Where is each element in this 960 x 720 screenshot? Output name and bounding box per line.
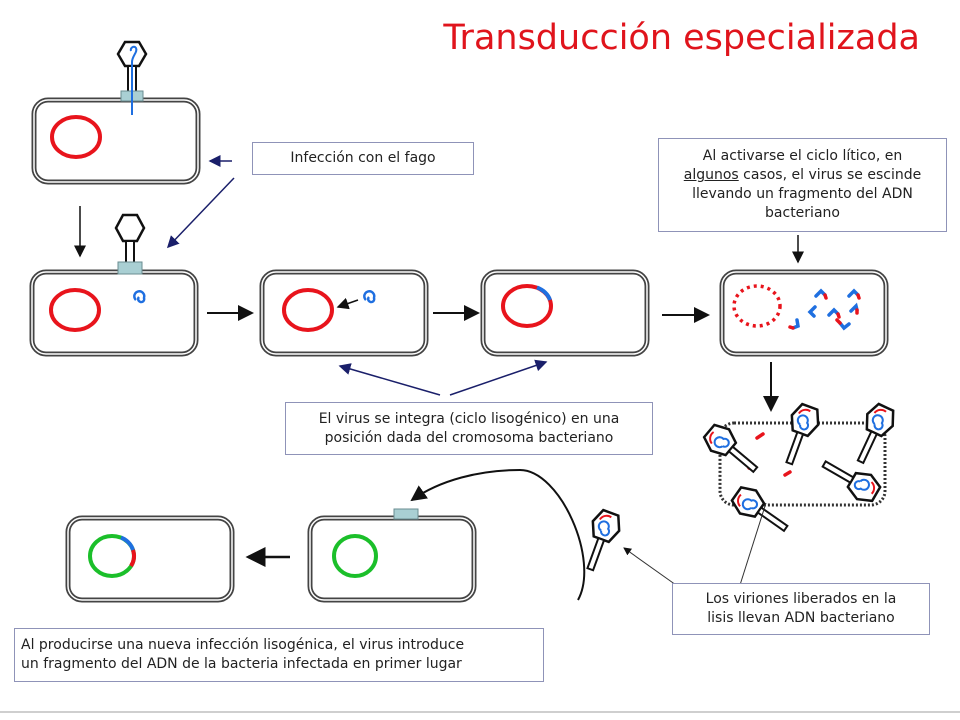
arrow [449,359,548,396]
pointer-line [739,502,767,586]
curved-arrow [410,468,586,601]
bacterium-integration [262,272,426,354]
label-text-underlined: algunos [683,167,739,183]
label-text: posición dada del cromosoma bacteriano [324,429,614,446]
label-text: bacteriano [765,205,840,221]
label-virions: Los viriones liberados en la lisis lleva… [672,583,930,635]
label-text: Los viriones liberados en la [705,591,897,607]
phage-icon [116,40,148,115]
label-infection: Infección con el fago [252,142,474,175]
bacterium-infected [34,40,198,182]
label-text: lisis llevan ADN bacteriano [707,610,895,626]
bacterium-prophage [483,272,647,354]
label-text: casos, el virus se escinde [738,167,922,183]
lysed-bacterium-virions [699,400,900,542]
arrow [166,177,235,249]
phage-dna-icon [363,290,376,304]
label-text: Infección con el fago [290,150,436,166]
label-text: Al producirse una nueva infección lisogé… [21,637,465,653]
label-integration: El virus se integra (ciclo lisogénico) e… [285,402,653,455]
label-text: Al activarse el ciclo lítico, en [702,148,903,164]
arrow [338,363,441,396]
empty-phage-icon [114,213,146,275]
phage-dna-icon [133,290,146,304]
slide-title: Transducción especializada [443,18,920,58]
bacterium-transduced [68,518,232,600]
bacterium-lytic [722,272,886,354]
bacterium-phage-dna-inside [32,213,196,354]
bacterium-new-host [310,508,474,600]
label-new-infection: Al producirse una nueva infección lisogé… [14,628,544,682]
label-text: llevando un fragmento del ADN [692,186,913,202]
label-lytic: Al activarse el ciclo lítico, en algunos… [658,138,947,232]
label-text: un fragmento del ADN de la bacteria infe… [21,656,462,672]
bottom-divider [0,711,960,713]
arrow [623,547,677,586]
label-text: El virus se integra (ciclo lisogénico) e… [318,410,620,427]
